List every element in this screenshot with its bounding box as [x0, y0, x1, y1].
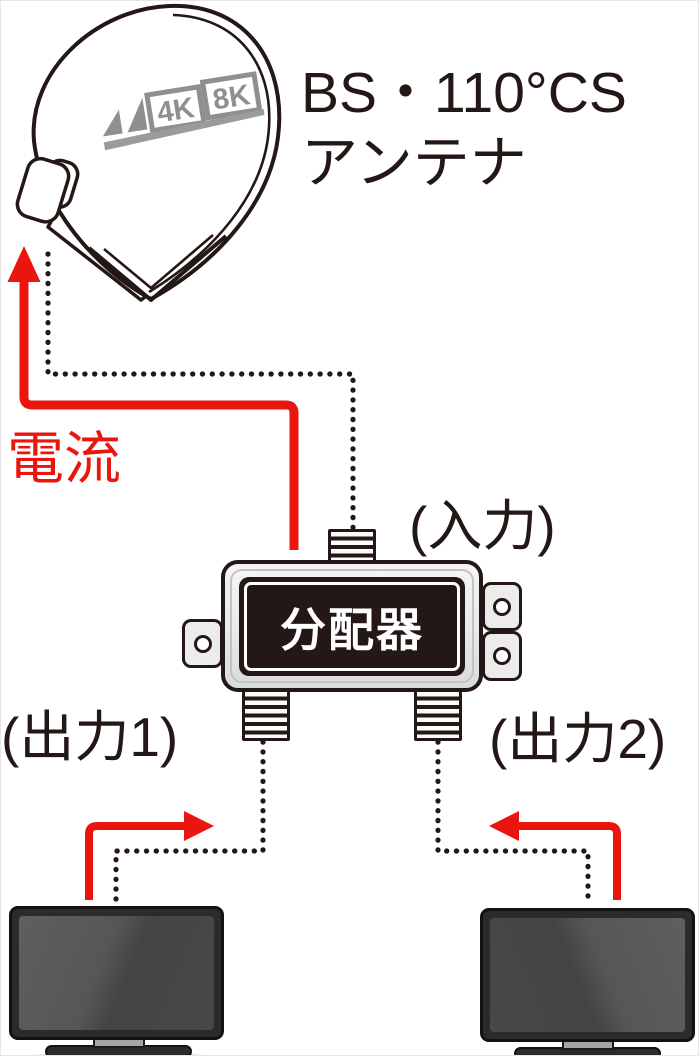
antenna-label-line2: アンテナ: [301, 130, 527, 195]
logo-4k8k: 4K 8K: [102, 71, 265, 151]
current-label: 電流: [7, 427, 121, 491]
logo-wedge-1: [102, 109, 123, 137]
splitter-label-frame: 分配器: [244, 582, 460, 671]
splitter-body: 分配器: [221, 560, 483, 692]
tv-bezel: [480, 908, 695, 1042]
logo-8k-box: [199, 71, 263, 121]
dish-brace-inner: [103, 234, 214, 290]
dish-reflector: [31, 3, 282, 301]
input-connector: [328, 529, 376, 563]
splitter-name-label: 分配器: [280, 603, 424, 656]
output1-label: (出力1): [1, 706, 179, 768]
cable-output1-to-tv-left: [113, 739, 266, 907]
tv-screen: [490, 918, 685, 1032]
cable-output2-to-tv-right: [435, 739, 591, 907]
current-arrow-to-antenna: [7, 246, 299, 550]
output1-connector: [242, 689, 290, 741]
mount-tab-left: [182, 619, 223, 668]
output2-connector: [414, 689, 462, 741]
input-label: (入力): [409, 495, 556, 557]
logo-4k-text: 4K: [155, 92, 197, 129]
mount-tab-right-bottom: [482, 631, 522, 681]
screw-hole: [493, 597, 511, 616]
output2-label: (出力2): [489, 708, 667, 770]
current-arrow-from-tv-left: [85, 811, 214, 900]
current-arrow-from-tv-right: [489, 811, 621, 900]
antenna-label: BS・110°CS アンテナ: [301, 59, 627, 198]
tv-screen: [19, 916, 214, 1030]
satellite-dish-illustration: 4K 8K: [15, 3, 282, 302]
screw-hole: [193, 634, 212, 653]
dish-rim-line: [148, 13, 271, 294]
screw-hole: [493, 647, 511, 665]
lnb-converter: [15, 156, 80, 224]
mount-tab-right-top: [482, 582, 522, 631]
logo-underbar: [103, 108, 265, 151]
logo-wedge-2: [127, 97, 148, 133]
tv-bezel: [9, 906, 224, 1040]
cable-antenna-to-input: [45, 251, 356, 534]
splitter-label-panel: 分配器: [239, 577, 465, 676]
logo-4k-box: [144, 84, 207, 134]
logo-8k-text: 8K: [211, 79, 253, 116]
splitter-bevel: [230, 569, 474, 683]
antenna-label-line1: BS・110°CS: [301, 61, 627, 125]
dish-brace-outer: [87, 234, 228, 302]
